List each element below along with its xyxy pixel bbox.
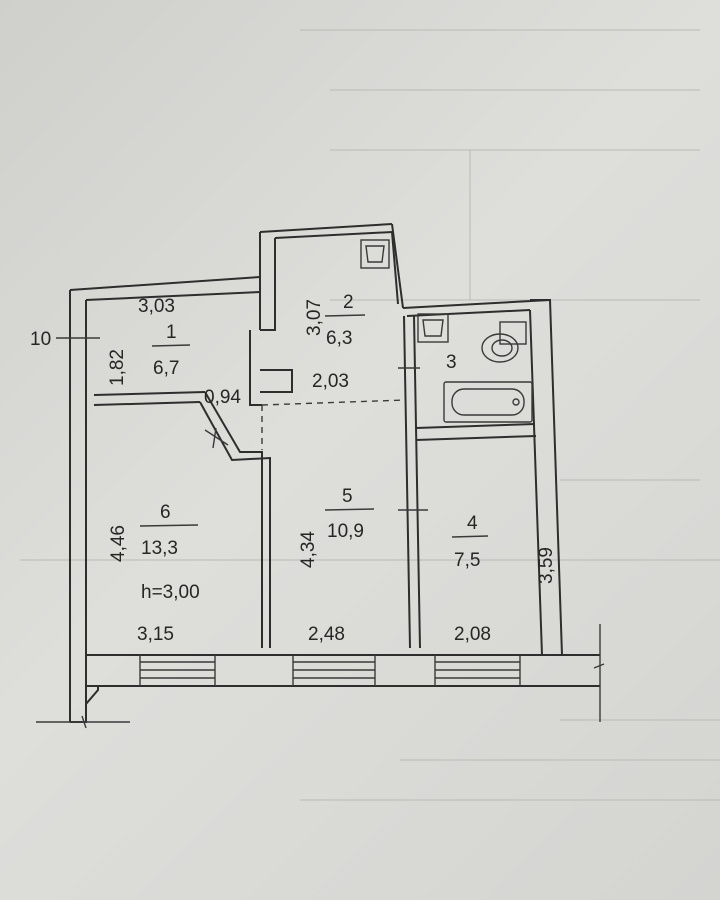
room-4: 4 7,5 3,59 2,08 (451, 513, 557, 645)
room1-number: 1 (166, 322, 177, 343)
room-3: 3 (446, 352, 457, 373)
ceiling-height-label: h=3,00 (141, 582, 200, 603)
room6-depth-label: 4,46 (108, 525, 129, 562)
room1-width-label: 3,03 (138, 296, 175, 317)
room6-number: 6 (160, 502, 171, 523)
room4-area: 7,5 (454, 550, 480, 571)
room5-number: 5 (342, 486, 353, 507)
room5-area: 10,9 (327, 521, 364, 542)
background-print (20, 29, 720, 801)
room2-number: 2 (343, 292, 354, 313)
toilet-icon (481, 321, 527, 363)
room1-area: 6,7 (153, 358, 179, 379)
washbasin-icon (417, 313, 449, 343)
room-1: 3,03 1 6,7 1,82 (107, 296, 191, 386)
room6-width-label: 3,15 (137, 624, 174, 645)
room-2: 2 6,3 3,07 (304, 292, 366, 349)
room5-width-label: 2,48 (308, 624, 345, 645)
room-6: 6 13,3 h=3,00 4,46 3,15 (108, 502, 200, 645)
exterior-walls (36, 223, 605, 729)
marker-10: 10 (30, 329, 100, 350)
sink-icon (360, 239, 390, 269)
room4-number: 4 (467, 513, 478, 534)
room6-area: 13,3 (141, 538, 178, 559)
bathtub-icon (443, 381, 533, 423)
room5-depth-label: 4,34 (298, 531, 319, 568)
room4-depth-label: 3,59 (536, 547, 557, 584)
marker-10-label: 10 (30, 329, 51, 350)
room1-depth-label: 1,82 (107, 349, 128, 386)
hall-width-label: 2,03 (312, 371, 349, 392)
room2-depth-label: 3,07 (304, 299, 325, 336)
interior-walls (93, 315, 537, 649)
room4-width-label: 2,08 (454, 624, 491, 645)
door-width-label: 0,94 (204, 387, 241, 408)
fixtures (360, 239, 533, 423)
room3-number: 3 (446, 352, 457, 373)
room-5: 5 10,9 4,34 2,48 (298, 486, 375, 645)
room2-area: 6,3 (326, 328, 352, 349)
